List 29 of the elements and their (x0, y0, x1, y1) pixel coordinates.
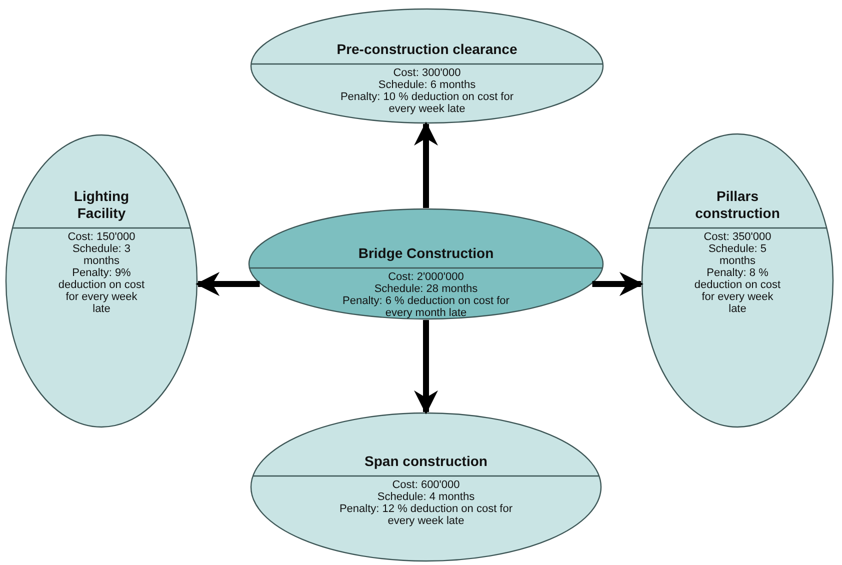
ellipse-node (5, 134, 198, 428)
ellipse-node (248, 208, 604, 320)
double-arrow (196, 272, 260, 296)
double-arrow (592, 272, 644, 296)
node-detail: Schedule: 4 months (377, 491, 475, 503)
ellipse-node (641, 133, 834, 428)
node-detail: Cost: 2'000'000 (388, 271, 464, 283)
node-detail: Cost: 300'000 (393, 67, 461, 79)
node-title: Bridge Construction (358, 245, 494, 262)
node-detail: Cost: 150'000 (68, 231, 136, 243)
double-arrow (414, 320, 438, 414)
node-detail: Cost: 350'000 (704, 231, 772, 243)
node-detail: Penalty: 10 % deduction on cost for every week late (339, 91, 515, 115)
node-title: Lighting Facility (72, 188, 130, 222)
node-title: Pre-construction clearance (336, 41, 518, 58)
double-arrow (414, 122, 438, 208)
node-detail: Penalty: 6 % deduction on cost for every month late (342, 295, 510, 319)
node-detail: Schedule: 28 months (374, 283, 478, 295)
node-detail: Penalty: 8 % deduction on cost for every week late (693, 267, 782, 315)
node-detail: Cost: 600'000 (392, 479, 460, 491)
node-title: Span construction (364, 453, 488, 470)
node-detail: Penalty: 12 % deduction on cost for every week late (338, 503, 514, 527)
node-detail: Schedule: 3 months (71, 243, 132, 267)
ellipse-node (250, 412, 602, 562)
node-detail: Schedule: 5 months (707, 243, 768, 267)
ellipse-node (250, 8, 604, 124)
node-detail: Schedule: 6 months (378, 79, 476, 91)
node-title: Pillars construction (694, 188, 781, 222)
node-detail: Penalty: 9% deduction on cost for every week late (57, 267, 146, 315)
